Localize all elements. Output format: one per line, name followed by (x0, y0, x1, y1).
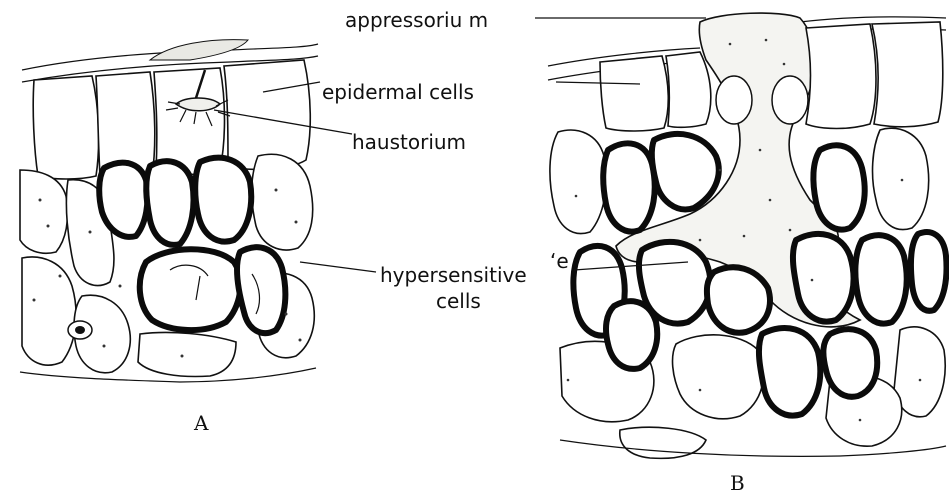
hypersensitive-cell-a2 (146, 161, 193, 245)
panel-a-drawing (20, 40, 318, 382)
label-stray-mark: ‘e (550, 249, 569, 273)
hypersensitive-cell-b8 (855, 235, 906, 323)
meso-cell-a7 (138, 332, 236, 376)
guard-cell-left (716, 76, 752, 124)
label-hypersensitive-line2: cells (436, 289, 481, 313)
hypersensitive-cell-b6 (707, 267, 770, 332)
meso-cell-a1 (20, 170, 68, 253)
hypersensitive-cell-a4 (140, 249, 241, 330)
label-epidermal-cells: epidermal cells (322, 80, 474, 104)
epidermal-cell-b2 (666, 52, 711, 127)
hypersensitive-cell-a5 (237, 247, 285, 333)
epidermal-cell-b4 (872, 22, 943, 127)
epidermal-cell-b3 (806, 24, 876, 129)
epidermal-cell-a4 (224, 60, 310, 169)
hypersensitive-pointer-a (300, 262, 376, 272)
hypersensitive-cell-b1 (603, 143, 654, 231)
panel-label-b: B (730, 471, 745, 492)
epidermal-cell-a1 (33, 76, 98, 179)
hypersensitive-cell-b12 (911, 232, 947, 311)
meso-cell-b4 (673, 335, 764, 419)
guard-cell-right (772, 76, 808, 124)
meso-cell-a3 (252, 154, 313, 250)
epidermal-cell-b1 (600, 56, 668, 131)
hypersensitive-cell-b11 (823, 329, 877, 397)
hypersensitive-cell-b10 (759, 328, 820, 416)
hypersensitive-cell-a1 (99, 163, 147, 237)
meso-cell-a4 (22, 257, 76, 365)
fungal-mat-a (150, 40, 248, 60)
panel-label-a: A (193, 411, 209, 435)
hypersensitive-cell-b2 (652, 134, 719, 209)
meso-cell-b2 (873, 128, 929, 229)
panel-b-drawing (548, 13, 947, 458)
hypersensitive-cell-a3 (195, 158, 251, 242)
hypersensitive-cell-b3 (813, 145, 864, 229)
label-hypersensitive-line1: hypersensitive (380, 263, 527, 287)
label-haustorium: haustorium (352, 130, 466, 154)
hypersensitive-cell-b7 (793, 234, 854, 322)
hypersensitive-cell-b9 (606, 301, 657, 369)
meso-cell-b1 (550, 130, 606, 233)
label-appressorium: appressoriu m (345, 8, 488, 32)
